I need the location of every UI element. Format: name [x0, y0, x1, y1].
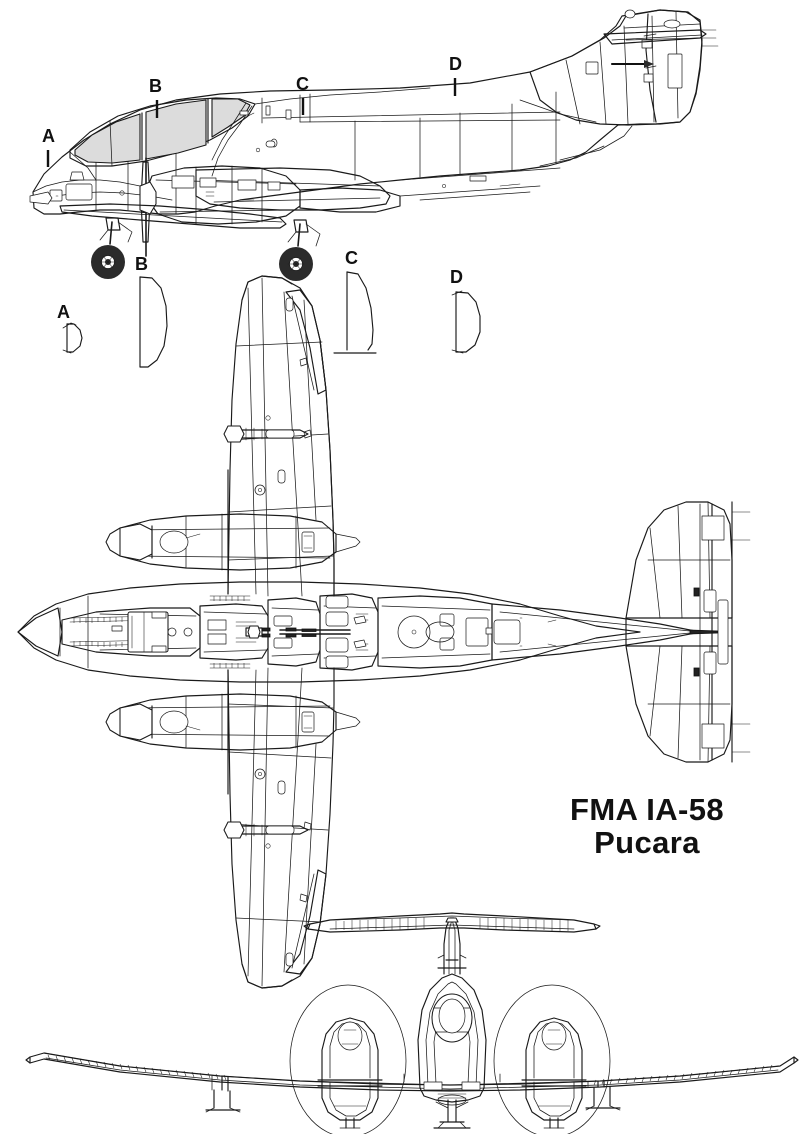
main-gear-front-right: [543, 1117, 565, 1129]
cross-section-b: B: [135, 254, 168, 368]
title-block: FMA IA-58 Pucara: [522, 793, 772, 861]
wing-pylon-lower: [223, 821, 309, 839]
cross-section-a: A: [57, 302, 83, 354]
cross-section-d: D: [450, 267, 481, 354]
main-gear-front-left: [339, 1117, 361, 1129]
wing-pylon-upper: [223, 425, 309, 443]
cross-section-label-d: D: [450, 267, 463, 287]
station-label-b: B: [149, 76, 162, 96]
cross-section-label-a: A: [57, 302, 70, 322]
station-label-a: A: [42, 126, 55, 146]
nose-gear-front: [433, 1094, 471, 1129]
fin-arrow-marking: [610, 60, 654, 68]
cross-section-c: C: [333, 248, 377, 354]
main-landing-gear-right: [279, 219, 321, 281]
cross-section-label-c: C: [345, 248, 358, 268]
horizontal-stabilizer-plan: [625, 501, 751, 763]
engine-nacelle-upper: [105, 513, 361, 571]
cross-section-label-b: B: [135, 254, 148, 274]
main-landing-gear-left: [91, 217, 133, 279]
engine-nacelle-lower: [105, 693, 361, 751]
cross-sections: A B C D: [57, 248, 481, 368]
engine-nacelle-front-right: [521, 1017, 587, 1121]
front-view: [25, 912, 799, 1134]
wing-pylon-front-left: [205, 1089, 241, 1113]
engine-nacelle-front-left: [317, 1017, 383, 1121]
propeller-disc-left: [289, 984, 407, 1134]
wing-pylon-front-right: [585, 1086, 621, 1111]
centreline-cannons: [261, 627, 317, 638]
side-profile-view: [29, 9, 719, 281]
plan-top-view: [17, 275, 751, 989]
aircraft-designation: FMA IA-58: [569, 792, 724, 827]
station-markers: A B C D: [42, 54, 462, 167]
station-label-c: C: [296, 74, 309, 94]
aircraft-name: Pucara: [594, 825, 700, 861]
propeller-disc-right: [493, 984, 611, 1134]
station-label-d: D: [449, 54, 462, 74]
